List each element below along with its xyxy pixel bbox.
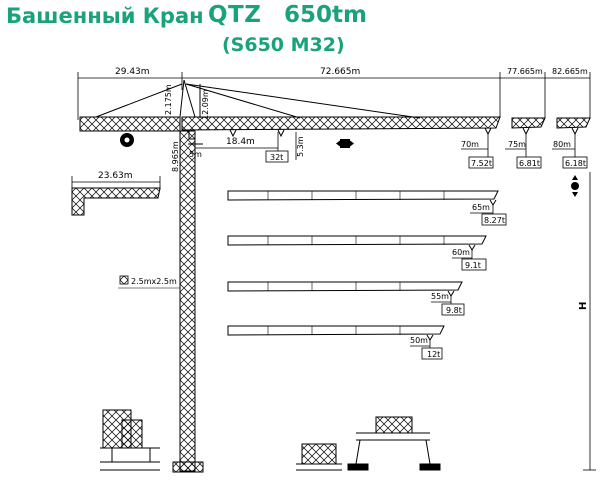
crane-model: QTZ [208, 2, 262, 28]
dim-jib: 72.665m [320, 67, 360, 77]
dim-jib-82: 82.665m [552, 67, 588, 76]
config-load-65: 8.27t [484, 216, 505, 225]
config-radius-55: 55m [431, 292, 449, 301]
trolley-direction-icon [336, 139, 354, 148]
jib-config-60 [227, 235, 487, 271]
section-icon [119, 275, 129, 285]
counterweight-icon [120, 133, 134, 147]
tip-radius-80: 80m [553, 140, 571, 149]
tip-radius-70: 70m [461, 140, 479, 149]
dim-trolley-18-4: 18.4m [226, 137, 255, 147]
portal-base [347, 416, 441, 471]
config-radius-60: 60m [452, 248, 470, 257]
config-load-60: 9.1t [465, 261, 481, 270]
jib-extension-82 [556, 117, 591, 129]
config-radius-65: 65m [472, 203, 490, 212]
tip-load-value-70: 7.52t [471, 159, 492, 168]
jib-config-55 [227, 281, 465, 316]
dim-section: 2.5mx2.5m [131, 277, 177, 286]
dim-cab-5: 5m [189, 150, 202, 159]
config-load-55: 9.8t [446, 306, 462, 315]
tower-mast [172, 130, 204, 473]
jib-config-65 [227, 190, 507, 226]
dim-head-1209: 12.09m [201, 89, 210, 120]
tip-load-70 [461, 134, 494, 169]
dim-hook-5-3: 5.3m [296, 136, 305, 157]
base-undercarriage [296, 443, 342, 471]
tip-load-75 [505, 134, 542, 169]
main-jib [181, 116, 501, 131]
hoist-direction-icon [571, 175, 579, 197]
tip-radius-75: 75m [508, 140, 526, 149]
dim-counter-jib: 29.43m [115, 67, 150, 77]
dim-short-counter-jib: 23.63m [98, 171, 133, 181]
max-load-box [265, 150, 289, 163]
max-load-label: 32t [270, 153, 283, 162]
dim-height-8965: 8.965m [171, 141, 180, 172]
dim-jib-77: 77.665m [507, 67, 543, 76]
config-radius-50: 50m [410, 336, 428, 345]
height-line [583, 172, 596, 471]
tip-load-80 [552, 134, 588, 169]
crane-name: Башенный Кран [6, 4, 204, 28]
short-counter-jib [71, 176, 161, 216]
tower-head [95, 79, 421, 119]
crane-subtitle: (S650 M32) [222, 34, 345, 56]
dim-head-2175: 2.175m [164, 84, 173, 115]
jib-config-50 [227, 325, 445, 360]
crane-capacity: 650tm [284, 2, 367, 28]
base-left-detail [100, 409, 160, 471]
top-dimension-line [77, 72, 591, 120]
tip-load-value-75: 6.81t [519, 159, 540, 168]
tip-load-value-80: 6.18t [565, 159, 586, 168]
height-label: H [578, 302, 589, 310]
counter-jib [79, 116, 181, 132]
jib-extension-77 [511, 117, 546, 129]
config-load-50: 12t [427, 350, 440, 359]
